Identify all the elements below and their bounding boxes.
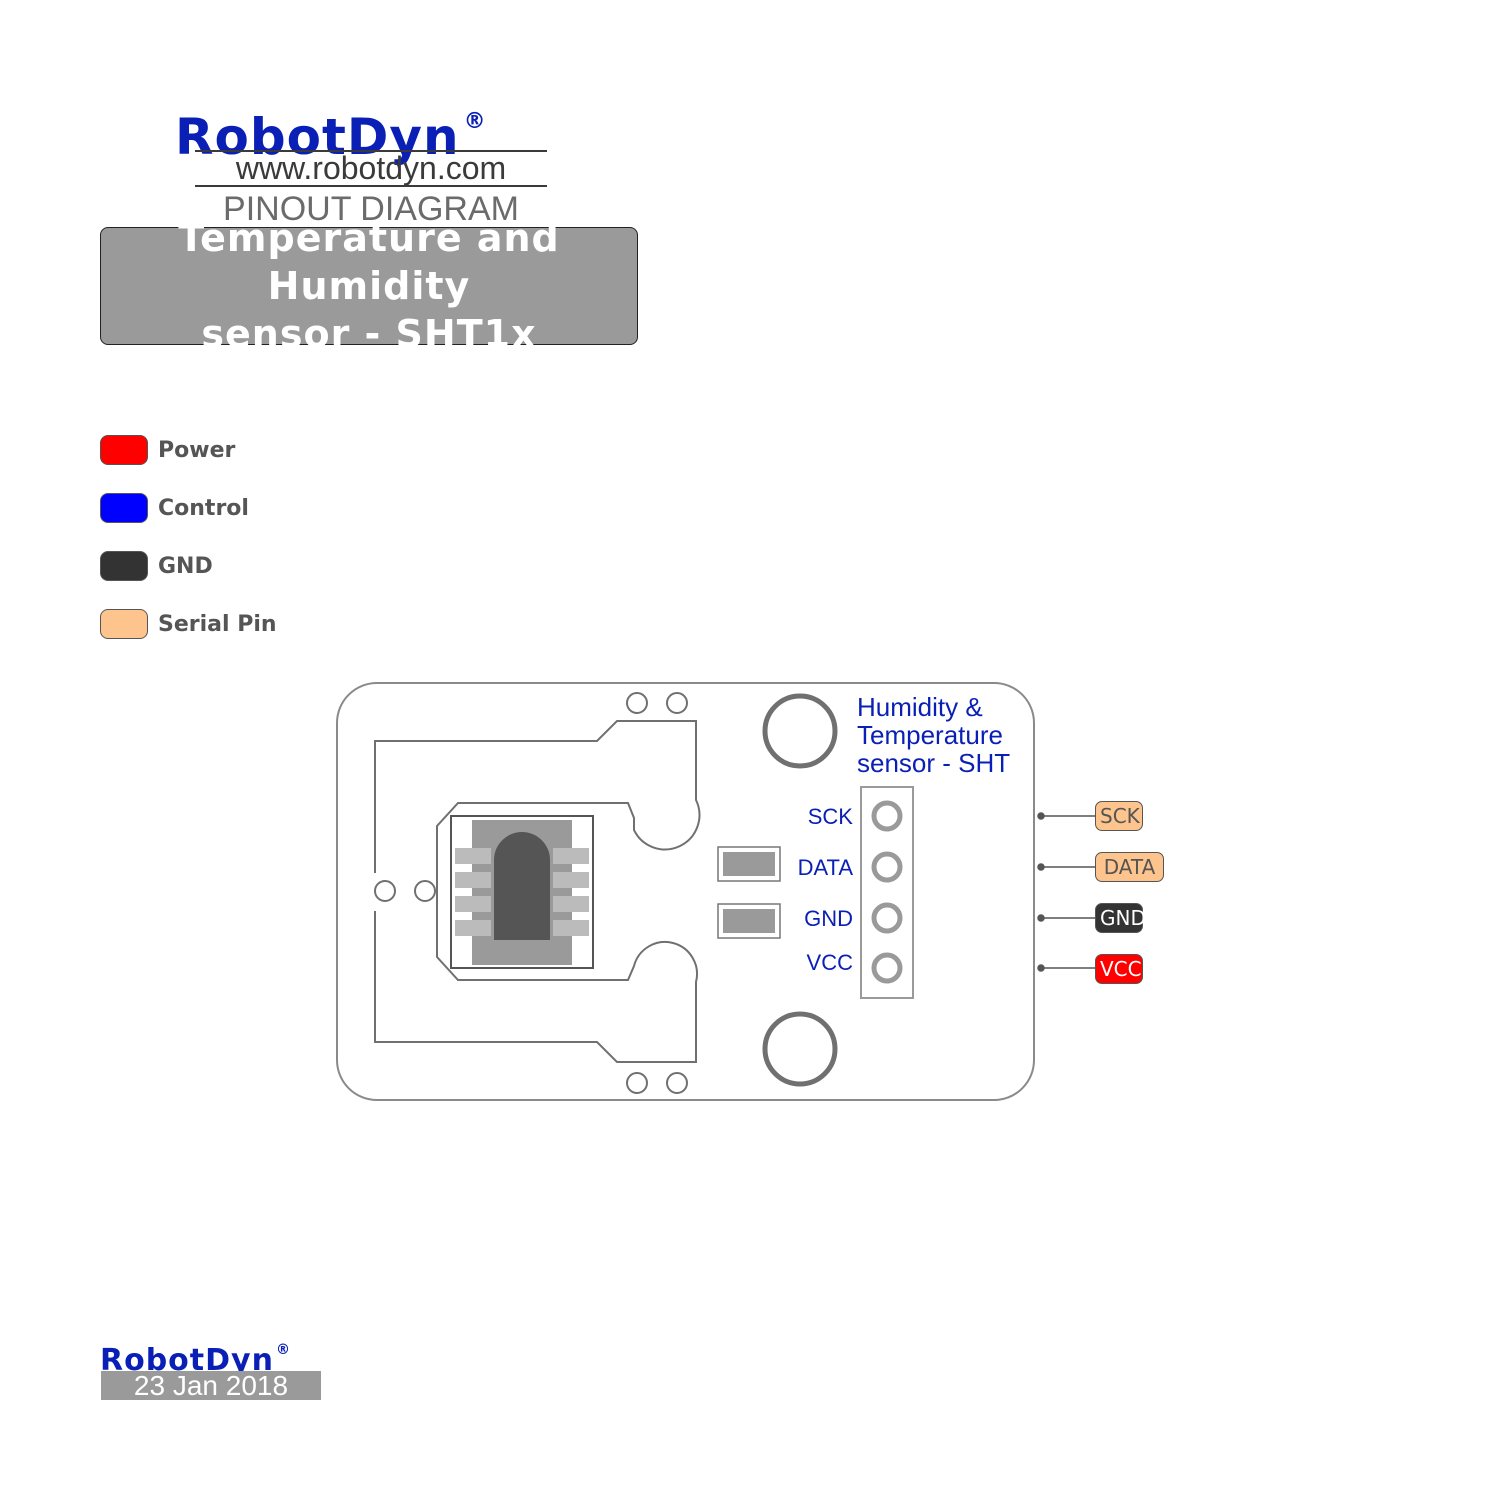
header-rule-top bbox=[195, 150, 547, 152]
pcb-outline bbox=[336, 682, 1035, 1101]
header-pin-hole-vcc bbox=[871, 952, 903, 984]
silkscreen-line-3: sensor - SHT bbox=[857, 748, 1010, 778]
pin-tag-vcc: VCC bbox=[1095, 954, 1143, 984]
silkscreen-line-2: Temperature bbox=[857, 720, 1003, 750]
brand-logo: RobotDyn® bbox=[175, 92, 575, 167]
legend-item-gnd: GND bbox=[100, 550, 213, 582]
website-url[interactable]: www.robotdyn.com bbox=[235, 150, 507, 186]
legend-label: Power bbox=[158, 437, 236, 463]
mounting-hole-top bbox=[762, 693, 838, 769]
pin-tag-data: DATA bbox=[1095, 852, 1164, 882]
via bbox=[626, 1072, 648, 1094]
trace-upper bbox=[374, 720, 701, 1063]
legend-item-power: Power bbox=[100, 434, 235, 466]
via bbox=[666, 692, 688, 714]
header-pin-label-sck: SCK bbox=[808, 804, 854, 829]
legend-swatch-control bbox=[100, 493, 148, 523]
mounting-hole-bottom bbox=[762, 1011, 838, 1087]
header-pin-label-gnd: GND bbox=[804, 906, 853, 931]
module-title-line-1: Temperature and Humidity bbox=[178, 216, 560, 308]
footer-date: 23 Jan 2018 bbox=[101, 1371, 321, 1400]
header-pin-hole-data bbox=[871, 851, 903, 883]
legend-item-serial-pin: Serial Pin bbox=[100, 608, 277, 640]
module-title-box: Temperature and Humidity sensor - SHT1x bbox=[100, 216, 638, 356]
legend-swatch-gnd bbox=[100, 551, 148, 581]
header-pin-hole-sck bbox=[871, 800, 903, 832]
legend-item-control: Control bbox=[100, 492, 249, 524]
leader-dot bbox=[1037, 863, 1045, 871]
via bbox=[374, 880, 396, 902]
via bbox=[666, 1072, 688, 1094]
pin-tag-sck: SCK bbox=[1095, 801, 1143, 831]
leader-dot bbox=[1037, 812, 1045, 820]
silkscreen-line-1: Humidity & bbox=[857, 692, 983, 722]
legend-swatch-serial-pin bbox=[100, 609, 148, 639]
leader-dot bbox=[1037, 964, 1045, 972]
smd-component bbox=[723, 852, 775, 876]
sensor-chip-window bbox=[494, 832, 550, 940]
smd-component bbox=[723, 909, 775, 933]
pcb-traces bbox=[374, 720, 701, 1063]
header-pin-labels: SCK DATA GND VCC bbox=[798, 804, 854, 975]
legend-swatch-power bbox=[100, 435, 148, 465]
brand-name: RobotDyn bbox=[175, 108, 460, 166]
leader-dot bbox=[1037, 914, 1045, 922]
header-pin-holes bbox=[871, 800, 903, 984]
header-pin-label-data: DATA bbox=[798, 855, 854, 880]
module-title-line-2: sensor - SHT1x bbox=[201, 312, 537, 356]
legend-label: Control bbox=[158, 495, 249, 521]
registered-mark: ® bbox=[463, 109, 487, 134]
pin-tag-gnd: GND bbox=[1095, 903, 1146, 933]
legend-label: GND bbox=[158, 553, 213, 579]
doc-type-label: PINOUT DIAGRAM bbox=[223, 190, 519, 228]
via bbox=[626, 692, 648, 714]
header-pin-label-vcc: VCC bbox=[807, 950, 854, 975]
legend-label: Serial Pin bbox=[158, 611, 277, 637]
pin-leader-lines bbox=[1037, 812, 1096, 972]
header-pin-hole-gnd bbox=[871, 902, 903, 934]
footer-registered-mark: ® bbox=[275, 1342, 291, 1358]
module-title: Temperature and Humidity sensor - SHT1x bbox=[109, 214, 629, 358]
header-rule-bottom bbox=[195, 185, 547, 187]
silkscreen-label: Humidity & Temperature sensor - SHT bbox=[857, 692, 1010, 778]
vias bbox=[374, 692, 688, 1094]
via bbox=[414, 880, 436, 902]
sensor-chip-pads bbox=[455, 848, 589, 936]
